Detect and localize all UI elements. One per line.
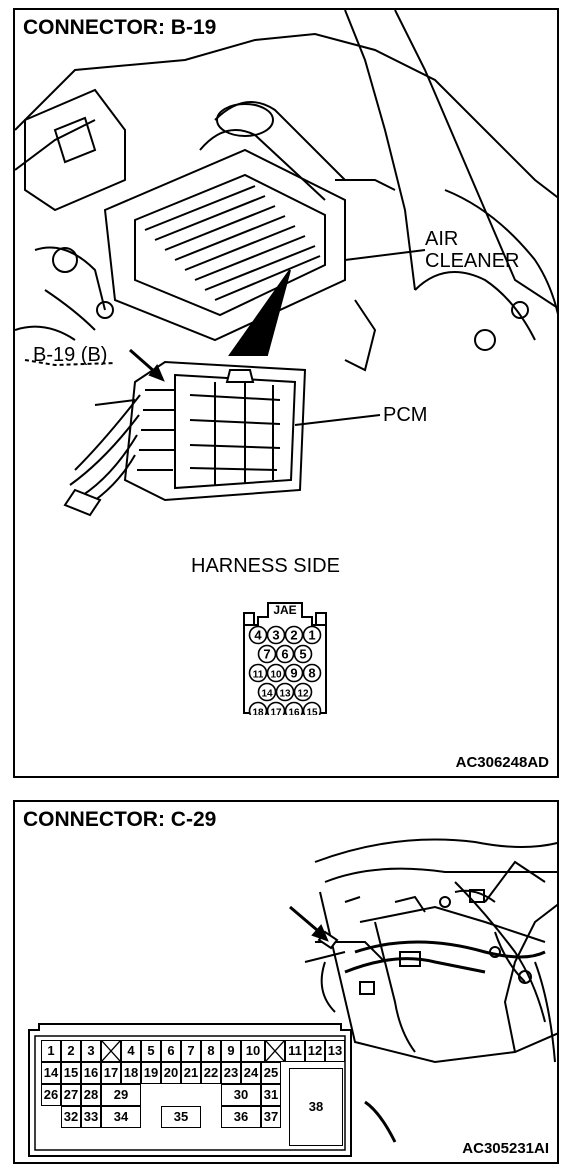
pin-label-17: 17	[270, 708, 282, 716]
pin-circle-14	[257, 682, 277, 702]
pin-label-6: 6	[281, 647, 288, 662]
pin-cell-31: 31	[261, 1084, 281, 1106]
pin-circle-16	[284, 701, 304, 715]
pin-cell-24: 24	[241, 1062, 261, 1084]
pin-label-14: 14	[261, 689, 273, 700]
pin-cell-7: 7	[181, 1040, 201, 1062]
pin-cell-15: 15	[61, 1062, 81, 1084]
pin-circle-4	[248, 625, 268, 645]
pin-cell-37: 37	[261, 1106, 281, 1128]
panel-title-c29: CONNECTOR: C-29	[23, 808, 217, 831]
pin-circle-15	[302, 701, 322, 715]
pin-cell-25: 25	[261, 1062, 281, 1084]
label-connector-ref: B-19 (B)	[33, 344, 108, 366]
pin-cell-11: 11	[285, 1040, 305, 1062]
pin-cell-19: 19	[141, 1062, 161, 1084]
pin-circle-7	[257, 644, 277, 664]
label-pcm: PCM	[383, 404, 428, 426]
label-harness-side: HARNESS SIDE	[191, 555, 340, 577]
pin-circle-2	[284, 625, 304, 645]
empty-pin-cell	[265, 1040, 285, 1062]
figure-code-b19: AC306248AD	[455, 754, 549, 771]
pin-label-7: 7	[263, 647, 270, 662]
pin-cell-34: 34	[101, 1106, 141, 1128]
pin-cell-38: 38	[289, 1068, 343, 1146]
pin-circle-18	[248, 701, 268, 715]
empty-pin-cell	[101, 1040, 121, 1062]
pin-circle-1	[302, 625, 322, 645]
pin-cell-14: 14	[41, 1062, 61, 1084]
label-jae: JAE	[273, 603, 296, 617]
pin-label-1: 1	[308, 628, 315, 643]
pin-cell-27: 27	[61, 1084, 81, 1106]
pin-cell-23: 23	[221, 1062, 241, 1084]
pin-cell-1: 1	[41, 1040, 61, 1062]
pin-label-2: 2	[290, 628, 297, 643]
connector-b19-panel: CONNECTOR: B-19	[13, 8, 559, 778]
pin-cell-17: 17	[101, 1062, 121, 1084]
pin-cell-13: 13	[325, 1040, 345, 1062]
pin-cell-32: 32	[61, 1106, 81, 1128]
label-cleaner: CLEANER	[425, 250, 520, 272]
pin-cell-9: 9	[221, 1040, 241, 1062]
pin-label-4: 4	[254, 628, 262, 643]
pin-cell-6: 6	[161, 1040, 181, 1062]
pin-circle-6	[275, 644, 295, 664]
dashboard-illustration	[289, 838, 557, 1143]
pin-cell-18: 18	[121, 1062, 141, 1084]
pin-cell-29: 29	[101, 1084, 141, 1106]
engine-bay-illustration	[15, 10, 557, 517]
pin-cell-36: 36	[221, 1106, 261, 1128]
pin-label-10: 10	[270, 670, 282, 681]
pin-circle-12	[293, 682, 313, 702]
pin-circle-9	[284, 663, 304, 683]
pin-label-8: 8	[308, 666, 315, 681]
pin-label-9: 9	[290, 666, 297, 681]
pin-cell-8: 8	[201, 1040, 221, 1062]
pin-label-15: 15	[306, 708, 318, 716]
pin-circle-3	[266, 625, 286, 645]
pin-cell-22: 22	[201, 1062, 221, 1084]
pin-circle-17	[266, 701, 286, 715]
pin-cell-16: 16	[81, 1062, 101, 1084]
pin-label-5: 5	[299, 647, 306, 662]
pin-cell-26: 26	[41, 1084, 61, 1106]
pin-label-3: 3	[272, 628, 279, 643]
pin-cell-5: 5	[141, 1040, 161, 1062]
pin-circle-13	[275, 682, 295, 702]
figure-code-c29: AC305231AI	[462, 1140, 549, 1157]
pin-circle-10	[266, 663, 286, 683]
connector-c29-panel: CONNECTOR: C-29	[13, 800, 559, 1164]
pin-cell-35: 35	[161, 1106, 201, 1128]
pin-circle-5	[293, 644, 313, 664]
pin-label-16: 16	[288, 708, 300, 716]
pin-cell-12: 12	[305, 1040, 325, 1062]
pin-label-12: 12	[297, 689, 309, 700]
pin-cell-30: 30	[221, 1084, 261, 1106]
pin-cell-3: 3	[81, 1040, 101, 1062]
pin-cell-2: 2	[61, 1040, 81, 1062]
pin-label-13: 13	[279, 689, 291, 700]
label-air: AIR	[425, 228, 459, 250]
pin-cell-10: 10	[241, 1040, 265, 1062]
pin-cell-20: 20	[161, 1062, 181, 1084]
pin-cell-28: 28	[81, 1084, 101, 1106]
panel-title-b19: CONNECTOR: B-19	[23, 16, 217, 39]
pin-circle-11	[248, 663, 268, 683]
pin-label-18: 18	[252, 708, 264, 716]
pin-label-11: 11	[253, 670, 264, 681]
pin-cell-4: 4	[121, 1040, 141, 1062]
pin-circle-8	[302, 663, 322, 683]
pin-cell-33: 33	[81, 1106, 101, 1128]
pin-cell-21: 21	[181, 1062, 201, 1084]
